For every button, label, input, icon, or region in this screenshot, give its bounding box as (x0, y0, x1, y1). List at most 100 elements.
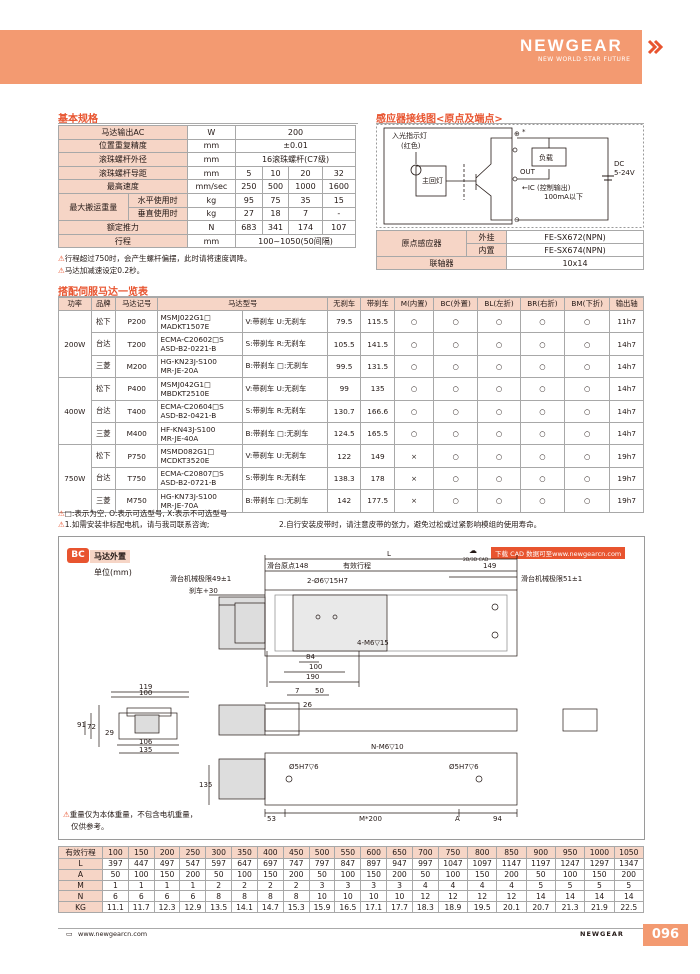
spec-value: 20 (288, 165, 323, 181)
dim-cell: 12 (496, 890, 527, 903)
dim-91: 91 (77, 721, 86, 729)
dim-cell: 200 (386, 868, 413, 881)
dim-cell: 50 (525, 868, 556, 881)
dim-cell: 18.3 (411, 901, 439, 913)
spec-value: 500 (261, 179, 290, 194)
cad-small-label: 2D/3D CAD (463, 558, 489, 563)
sensor-value: FE-SX672(NPN) (506, 230, 644, 244)
motor-model-line2: ASD-B2-0421-B (160, 411, 217, 421)
dim-L: L (387, 550, 391, 558)
motor-brake-code: S:带刹车 R:无刹车 (242, 399, 329, 423)
dim-cell: 900 (525, 846, 556, 859)
spec-value: 174 (288, 220, 323, 235)
footer-url[interactable]: www.newgearcn.com (78, 930, 148, 938)
dim-cell: 850 (496, 846, 527, 859)
motor-code: P400 (114, 377, 159, 401)
dim-cell: 100 (231, 868, 258, 881)
spec-value: 15 (321, 192, 357, 208)
motor-shaft: 14h7 (609, 332, 644, 356)
main-circuit-label: 主回灯 (422, 176, 443, 185)
spec-value: 10 (261, 165, 290, 181)
motor-model-line1: ECMA-C20604□S (160, 402, 224, 412)
spec-unit: mm (186, 138, 237, 154)
dim-cell: 13.5 (205, 901, 233, 913)
motor-shaft: 14h7 (609, 421, 644, 446)
dim-m6: 4-M6▽15 (357, 639, 389, 647)
motor-code: T200 (114, 332, 159, 356)
dim-cell: 150 (584, 868, 615, 881)
dim-cell: 6 (127, 890, 155, 903)
dim-hole: 2-Ø6▽15H7 (307, 577, 348, 585)
dim-5h7-left: Ø5H7▽6 (289, 763, 319, 771)
dim-cell: 2 (231, 879, 258, 892)
motor-m: ○ (393, 421, 435, 446)
star-mark: * (522, 128, 526, 136)
dim-cell: 17.1 (360, 901, 388, 913)
motor-brand: 台达 (90, 466, 116, 491)
dim-limit-right: 滑台机械极限51±1 (521, 574, 582, 583)
dim-cell: 300 (205, 846, 233, 859)
dim-cell: 1147 (496, 858, 527, 870)
motor-nb: 138.3 (327, 466, 362, 491)
motor-bl: ○ (477, 466, 521, 491)
dim-m200: M*200 (359, 815, 382, 823)
spec-unit: N (186, 220, 237, 235)
dim-cell: 12.9 (179, 901, 207, 913)
dim-7: 7 (295, 687, 299, 695)
dim-cell: 100 (554, 868, 586, 881)
motor-model-line1: HG-KN73J-S100 (160, 491, 217, 501)
motor-br: ○ (519, 444, 565, 468)
dim-cell: 8 (205, 890, 233, 903)
dim-cell: 950 (554, 846, 586, 859)
motor-model-line2: MR-JE-20A (160, 366, 199, 376)
dim-cell: 547 (179, 858, 207, 870)
dim-cell: 14.1 (231, 901, 258, 913)
motor-code: T750 (114, 466, 159, 491)
spec-value: 5 (235, 165, 263, 181)
motor-code: M400 (114, 421, 159, 446)
dim-cell: 2 (282, 879, 310, 892)
motor-wb: 166.6 (360, 399, 395, 423)
spec-label: 额定推力 (58, 220, 188, 235)
motor-code: M200 (114, 354, 159, 379)
motor-note-2: 2.自行安装皮带时，请注意皮带的张力，避免过松或过紧影响模组的使用寿命。 (279, 520, 542, 529)
dim-cell: 14 (525, 890, 556, 903)
dim-cell: 1 (179, 879, 207, 892)
dim-cell: 200 (153, 846, 181, 859)
spec-value: 200 (235, 125, 356, 140)
motor-brake-code: V:带刹车 U:无刹车 (242, 444, 329, 468)
dim-cell: 797 (308, 858, 336, 870)
dim-cell: 12 (411, 890, 439, 903)
motor-shaft: 19h7 (609, 489, 644, 513)
warning-icon: ⚠ (63, 810, 70, 819)
motor-brand: 三菱 (90, 354, 116, 379)
dim-cell: 4 (496, 879, 527, 892)
cad-download-link[interactable]: 下载 CAD 数据可至www.newgearcn.com (491, 547, 626, 559)
dim-cell: 8 (282, 890, 310, 903)
dim-cell: 14 (613, 890, 645, 903)
dim-cell: 5 (584, 879, 615, 892)
spec-value: - (321, 206, 357, 222)
motor-wb: 165.5 (360, 421, 395, 446)
dim-72: 72 (87, 723, 96, 731)
spec-label: 位置重复精度 (58, 138, 188, 154)
dim-cell: 4 (467, 879, 498, 892)
motor-header: 马达记号 (114, 297, 159, 311)
motor-header: BL(左折) (477, 297, 521, 311)
dc-voltage-label: 5-24V (614, 169, 635, 177)
motor-bl: ○ (477, 489, 521, 513)
dim-cell: 647 (231, 858, 258, 870)
dim-100: 100 (309, 663, 322, 671)
dc-label: DC (614, 160, 624, 168)
dim-cell: 50 (205, 868, 233, 881)
cloud-download-icon: ☁ (469, 546, 477, 555)
